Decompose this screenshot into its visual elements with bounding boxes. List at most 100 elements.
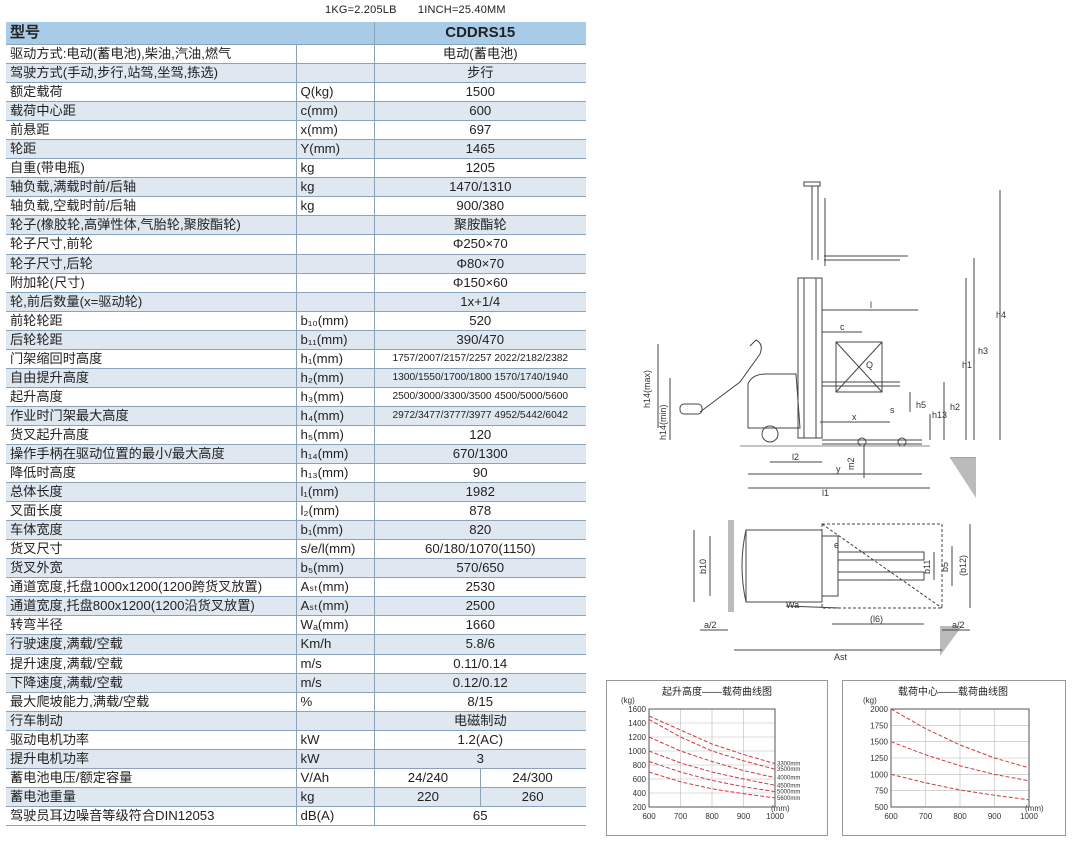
spec-value: 1757/2007/2157/2257 2022/2182/2382 <box>373 349 587 369</box>
spec-unit: Y(mm) <box>295 139 375 160</box>
spec-value: 600 <box>373 101 587 122</box>
b1-label: b1 <box>690 562 692 572</box>
top-view-drawing: b1 b10 b11 b5 (b12) e Wa (l6) a/2 a/2 As… <box>690 520 971 662</box>
spec-unit: kg <box>295 177 375 198</box>
spec-label: 操作手柄在驱动位置的最小/最大高度 <box>6 444 296 465</box>
y-tick-label: 400 <box>633 789 647 798</box>
spec-label: 驱动方式:电动(蓄电池),柴油,汽油,燃气 <box>6 44 296 65</box>
spec-value: 2500/3000/3300/3500 4500/5000/5600 <box>373 387 587 407</box>
spec-unit: Km/h <box>295 634 375 655</box>
spec-value: 390/470 <box>373 330 587 350</box>
spec-unit <box>295 215 375 236</box>
y-tick-label: 1000 <box>870 770 888 779</box>
spec-unit: h₁(mm) <box>295 349 375 369</box>
series-line <box>890 708 1030 769</box>
spec-label: 门架缩回时高度 <box>6 349 296 369</box>
spec-label: 后轮轮距 <box>6 330 296 350</box>
spec-value: 1470/1310 <box>373 177 587 198</box>
spec-unit: m/s <box>295 654 375 674</box>
series-label: 5600mm <box>777 796 800 802</box>
x-tick-label: 800 <box>705 812 719 821</box>
h14min-label: h14(min) <box>658 404 668 440</box>
spec-label: 蓄电池重量 <box>6 787 296 807</box>
spec-value: Φ150×60 <box>373 273 587 293</box>
spec-value: 2972/3477/3777/3977 4952/5442/6042 <box>373 406 587 426</box>
spec-label: 行车制动 <box>6 711 296 731</box>
spec-label: 作业时门架最大高度 <box>6 406 296 426</box>
side-view-drawing: h4 h3 h1 h2 h13 h5 h14(max) h14(min) s c… <box>642 181 1006 498</box>
spec-value-part: 220 <box>416 788 439 804</box>
y-tick-label: 1400 <box>628 719 646 728</box>
spec-value: 570/650 <box>373 558 587 579</box>
spec-value: 1.2(AC) <box>373 730 587 750</box>
y-unit-label: (kg) <box>863 696 877 705</box>
spec-value: 2530 <box>373 577 587 598</box>
spec-label: 轴负载,满载时前/后轴 <box>6 177 296 198</box>
spec-label: 起升高度 <box>6 387 296 407</box>
spec-label: 货叉起升高度 <box>6 425 296 445</box>
spec-unit: Q(kg) <box>295 82 375 103</box>
spec-unit <box>295 254 375 274</box>
spec-unit: h₅(mm) <box>295 425 375 445</box>
spec-value: 900/380 <box>373 196 587 217</box>
spec-label: 载荷中心距 <box>6 101 296 122</box>
spec-value: Φ250×70 <box>373 234 587 255</box>
spec-label: 轮子尺寸,后轮 <box>6 254 296 274</box>
spec-unit: h₃(mm) <box>295 387 375 407</box>
h5-label: h5 <box>916 400 926 410</box>
l2-label: l2 <box>792 452 799 462</box>
b5-label: b5 <box>940 562 950 572</box>
spec-label: 轮,前后数量(x=驱动轮) <box>6 292 296 312</box>
x-unit-label: (mm) <box>771 804 790 813</box>
l-label: l <box>870 300 872 310</box>
h1-label: h1 <box>962 360 972 370</box>
spec-label: 前悬距 <box>6 120 296 141</box>
x-tick-label: 700 <box>674 812 688 821</box>
spec-unit: x(mm) <box>295 120 375 141</box>
spec-value: 1205 <box>373 158 587 179</box>
q-label: Q <box>866 360 873 370</box>
y-tick-label: 1250 <box>870 754 888 763</box>
spec-unit: b₁(mm) <box>295 520 375 541</box>
spec-label: 蓄电池电压/额定容量 <box>6 768 296 788</box>
spec-unit: b₅(mm) <box>295 558 375 579</box>
spec-value: 0.11/0.14 <box>373 654 587 674</box>
spec-row: 通道宽度,托盘800x1200(1200沿货叉放置)Aₛₜ(mm)2500 <box>6 596 587 617</box>
inch-conversion: 1INCH=25.40MM <box>417 4 506 16</box>
spec-unit: b₁₁(mm) <box>295 330 375 350</box>
y-tick-label: 600 <box>633 775 647 784</box>
spec-label: 前轮轮距 <box>6 311 296 331</box>
x-tick-label: 1000 <box>1020 812 1038 821</box>
spec-value: 697 <box>373 120 587 141</box>
spec-unit: Aₛₜ(mm) <box>295 577 375 598</box>
spec-value-part: 260 <box>479 787 585 806</box>
c-label: c <box>840 322 845 332</box>
spec-value: 电动(蓄电池) <box>373 44 587 65</box>
chart-title: 载荷中心——载荷曲线图 <box>898 685 1008 698</box>
spec-label: 提升速度,满载/空载 <box>6 654 296 674</box>
spec-unit: kW <box>295 749 375 769</box>
spec-unit: kg <box>295 196 375 217</box>
spec-value: 电磁制动 <box>373 711 587 731</box>
s-label: s <box>890 405 895 415</box>
y-tick-label: 1000 <box>628 747 646 756</box>
table-header-row: 型号 CDDRS15 <box>6 22 587 45</box>
y-tick-label: 200 <box>633 803 647 812</box>
spec-value: 1465 <box>373 139 587 160</box>
spec-unit <box>295 711 375 731</box>
spec-label: 驱动电机功率 <box>6 730 296 750</box>
spec-label: 总体长度 <box>6 482 296 503</box>
